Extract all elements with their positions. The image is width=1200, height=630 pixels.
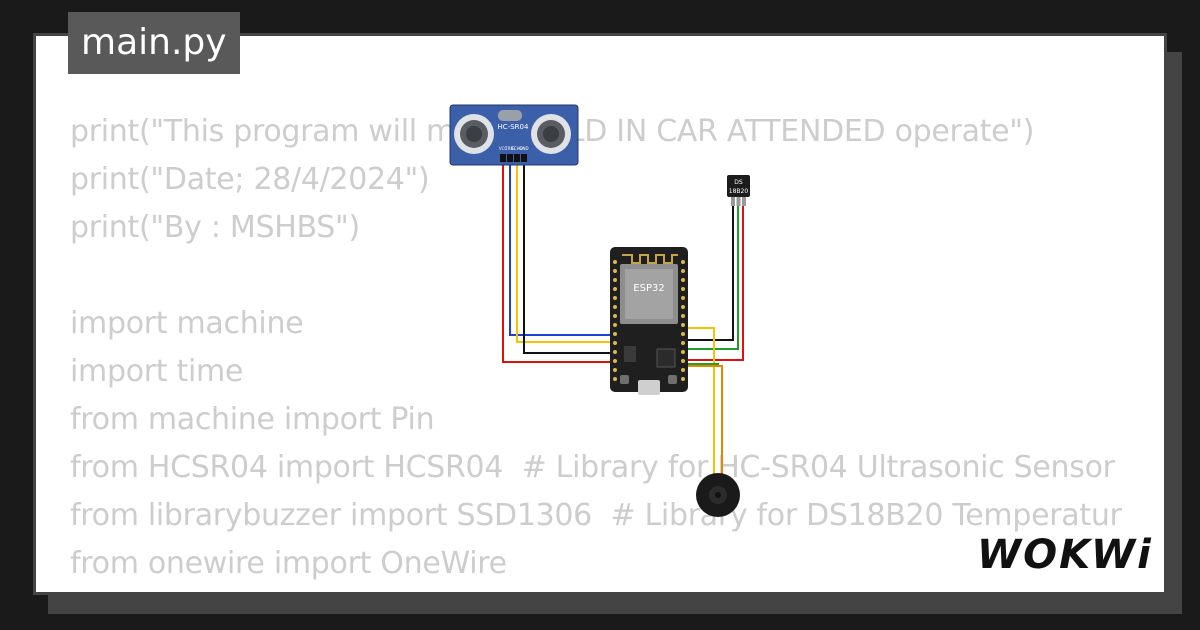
wire-ultrasonic-trig: [509, 165, 620, 336]
wokwi-logo: WOKWi: [977, 532, 1153, 578]
wire-ultrasonic-gnd: [523, 165, 620, 354]
esp32-antenna: [622, 254, 678, 264]
code-line: import machine: [70, 306, 304, 341]
code-editor: print("This program will make CHILD IN C…: [70, 108, 1122, 588]
esp32-left-pins: [613, 260, 617, 381]
temp-sensor-label-1: DS: [734, 179, 743, 186]
temp-sensor-label-2: 18B20: [729, 188, 749, 195]
code-line: print("Date; 28/4/2024"): [70, 162, 430, 197]
pin-label-vcc: VCC: [499, 146, 508, 151]
ultrasonic-sensor[interactable]: HC-SR04 VCC TRIG ECHO GND: [449, 104, 579, 166]
esp32-usb-chip: [656, 348, 676, 368]
pin-label-echo: ECHO: [511, 146, 522, 151]
temperature-sensor[interactable]: DS 18B20: [727, 175, 750, 206]
code-line: from librarybuzzer import SSD1306 # Libr…: [70, 498, 1122, 533]
esp32-right-pins: [681, 260, 685, 381]
code-line: from HCSR04 import HCSR04 # Library for …: [70, 450, 1115, 485]
wire-ultrasonic-echo: [516, 165, 620, 343]
ultrasonic-label: HC-SR04: [498, 123, 529, 131]
wires: [502, 165, 744, 480]
code-line: from machine import Pin: [70, 402, 435, 437]
code-line: from onewire import OneWire: [70, 546, 507, 581]
esp32-boot-button[interactable]: [620, 375, 629, 384]
preview-card: print("This program will make CHILD IN C…: [33, 33, 1167, 595]
wire-ds18b20-gnd: [676, 198, 734, 341]
esp32-board[interactable]: ESP32: [610, 247, 688, 395]
esp32-usb-port: [638, 380, 660, 395]
file-tab[interactable]: main.py: [68, 12, 240, 74]
code-line: import time: [70, 354, 244, 389]
wire-ds18b20-vcc: [676, 198, 744, 361]
wire-ds18b20-data: [676, 198, 739, 350]
code-line: print("By : MSHBS"): [70, 210, 360, 245]
ultrasonic-pins: VCC TRIG ECHO GND: [499, 146, 529, 162]
wire-ultrasonic-vcc: [502, 165, 620, 363]
esp32-label: ESP32: [633, 283, 664, 294]
wire-buzzer-gnd: [676, 365, 723, 480]
wokwi-logo-text: WOKWi: [977, 532, 1153, 578]
pin-label-trig: TRIG: [504, 146, 515, 151]
pin-label-gnd: GND: [519, 146, 528, 151]
esp32-en-button[interactable]: [668, 375, 677, 384]
buzzer[interactable]: [696, 473, 740, 517]
esp32-voltage-regulator: [624, 346, 636, 362]
